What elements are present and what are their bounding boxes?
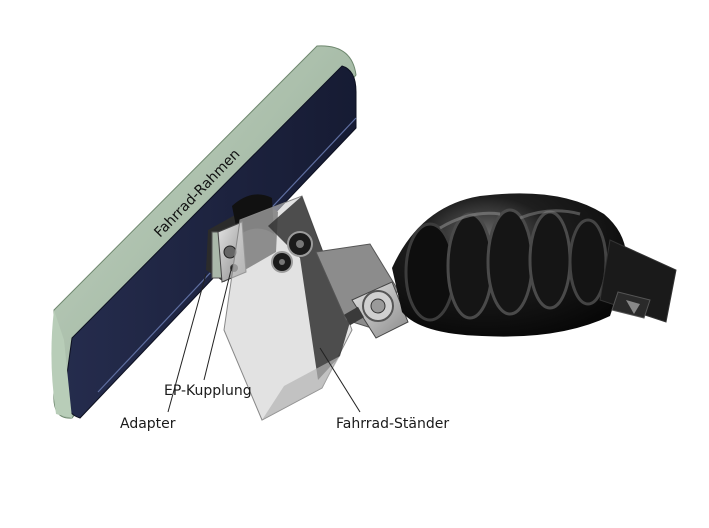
leader-stand bbox=[319, 347, 361, 413]
leader-coupling bbox=[203, 265, 233, 381]
leader-adapter bbox=[167, 273, 207, 413]
mount-bracket bbox=[315, 243, 409, 339]
stand-label: Fahrrad-Ständer bbox=[336, 416, 450, 432]
bellows-boot bbox=[392, 193, 627, 337]
shaft-end bbox=[599, 239, 677, 323]
adapter-label: Adapter bbox=[120, 416, 176, 432]
coupling-label: EP-Kupplung bbox=[164, 383, 252, 399]
leader-lines bbox=[167, 265, 361, 413]
